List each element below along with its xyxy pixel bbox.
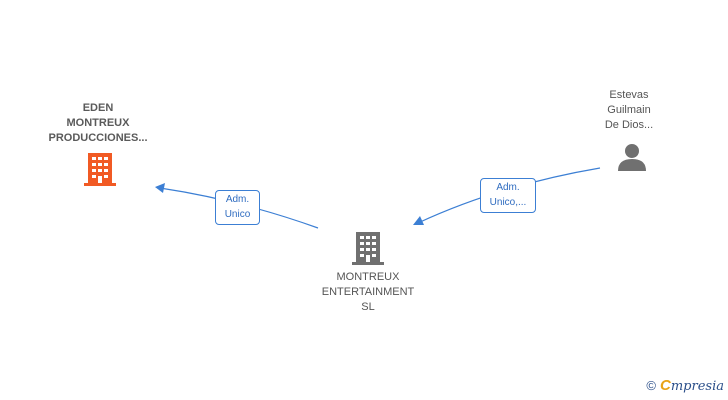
edge-right-arrowhead [413,216,424,225]
edge-left-arrowhead [155,183,165,193]
building-icon[interactable] [84,153,116,186]
brand-logo: Cmpresia [660,377,724,394]
copyright-symbol: © [646,378,657,393]
person-icon[interactable] [618,144,646,171]
node-label-estevas[interactable]: Estevas Guilmain De Dios... [604,89,654,131]
edge-label-left[interactable]: Adm. Unico [215,190,260,225]
node-label-eden[interactable]: EDEN MONTREUX PRODUCCIONES... [48,102,148,144]
node-label-montreux[interactable]: MONTREUX ENTERTAINMENT SL [321,271,415,313]
building-icon[interactable] [352,232,384,265]
footer-brand: © Cmpresia [646,377,724,394]
edge-label-right[interactable]: Adm. Unico,... [480,178,536,213]
